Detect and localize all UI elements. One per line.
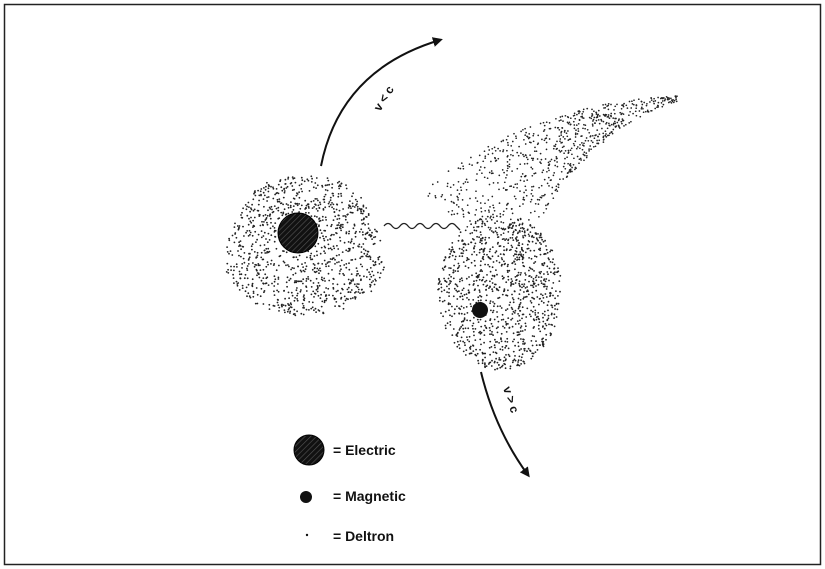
legend-magnetic-symbol [300, 491, 312, 503]
wavy-interaction-line [383, 222, 461, 231]
legend-magnetic-label: = Magnetic [333, 488, 406, 504]
legend-electric-symbol [293, 434, 325, 466]
bottom-arrow [480, 371, 530, 478]
legend-deltron-label: = Deltron [333, 528, 394, 544]
magnetic-particle-cloud [427, 95, 678, 371]
legend-deltron-symbol [305, 533, 309, 537]
top-arrow-label: v < c [371, 83, 397, 114]
figure-border [3, 3, 822, 566]
legend: = Electric = Magnetic = Deltron [293, 434, 406, 544]
bottom-arrow-label: v > c [500, 385, 522, 415]
top-arrow [320, 37, 443, 167]
legend-electric-label: = Electric [333, 442, 396, 458]
electric-particle [277, 212, 319, 254]
magnetic-particle [472, 302, 488, 318]
